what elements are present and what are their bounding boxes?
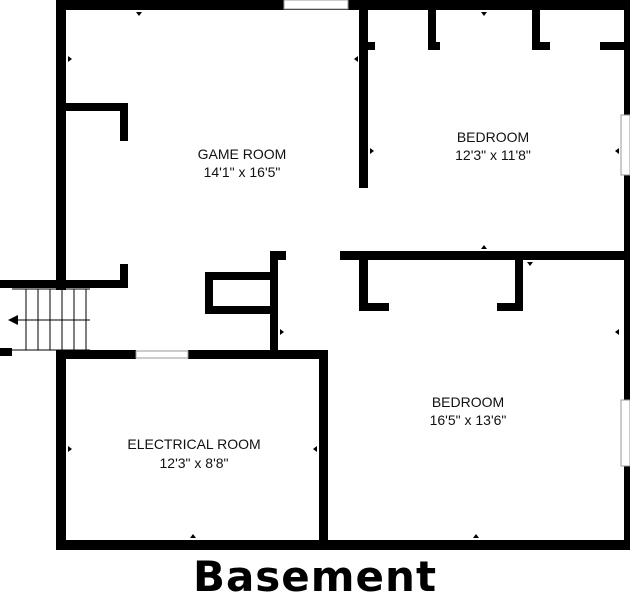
tick-icon <box>473 534 479 538</box>
tick-icon <box>136 12 142 16</box>
wall-hall-stub <box>272 251 286 260</box>
stairs <box>0 280 90 356</box>
bump-top <box>66 103 128 111</box>
wall-between-bedrooms <box>340 251 630 260</box>
window-top <box>283 0 349 10</box>
small-closet-right <box>270 251 278 356</box>
small-closet-left <box>205 272 213 314</box>
stair-bottom-wall <box>0 348 12 356</box>
tick-icon <box>68 446 72 452</box>
wall-right <box>624 0 630 550</box>
wall-left-lower <box>56 350 66 550</box>
room-dims-bedroom-lower: 16'5" x 13'6" <box>430 412 507 428</box>
window-right-upper <box>620 114 630 176</box>
wall-bottom <box>56 540 630 550</box>
tick-icon <box>190 534 196 538</box>
room-name-bedroom-lower: BEDROOM <box>432 394 504 410</box>
closet-lower-bottom-left <box>359 303 389 311</box>
wall-left-upper <box>56 0 66 290</box>
tick-icon <box>354 56 358 62</box>
stair-wall-right <box>120 264 128 288</box>
closet-stub-3 <box>428 42 440 50</box>
floor-title: Basement <box>192 552 438 601</box>
closet-stub-6 <box>600 42 626 50</box>
tick-icon <box>370 148 374 154</box>
small-closet-bottom <box>205 306 275 314</box>
room-name-bedroom-upper: BEDROOM <box>457 129 529 145</box>
closet-stub-2 <box>428 0 436 50</box>
closet-lower-right <box>515 258 523 311</box>
closet-lower-left <box>359 251 368 311</box>
room-dims-electrical: 12'3" x 8'8" <box>160 455 229 471</box>
closet-lower-bottom-right <box>497 303 523 311</box>
tick-icon <box>615 329 619 335</box>
tick-icon <box>280 329 284 335</box>
tick-icon <box>481 245 487 249</box>
room-dims-bedroom-upper: 12'3" x 11'8" <box>455 147 531 163</box>
stair-top-wall <box>0 280 12 288</box>
tick-icon <box>68 56 72 62</box>
tick-icon <box>481 12 487 16</box>
tick-icon <box>527 262 533 266</box>
room-name-electrical: ELECTRICAL ROOM <box>127 436 260 452</box>
stair-wall-top <box>0 280 128 288</box>
tick-icon <box>615 148 619 154</box>
bump-right <box>120 103 128 141</box>
tick-icon <box>313 446 317 452</box>
wall-electrical-top-right <box>188 350 328 359</box>
closet-stub-4 <box>532 0 540 50</box>
closet-stub-1 <box>359 42 375 50</box>
small-closet-top <box>205 272 275 280</box>
door-electrical <box>135 350 189 359</box>
wall-electrical-right <box>319 350 328 550</box>
window-right-lower <box>620 399 630 467</box>
room-name-game-room: GAME ROOM <box>198 146 287 162</box>
closet-stub-5 <box>532 42 550 50</box>
room-dims-game-room: 14'1" x 16'5" <box>204 164 281 180</box>
wall-electrical-top-left <box>56 350 136 359</box>
stair-arrow-icon <box>8 315 18 325</box>
wall-gameroom-bedroom <box>359 0 368 188</box>
